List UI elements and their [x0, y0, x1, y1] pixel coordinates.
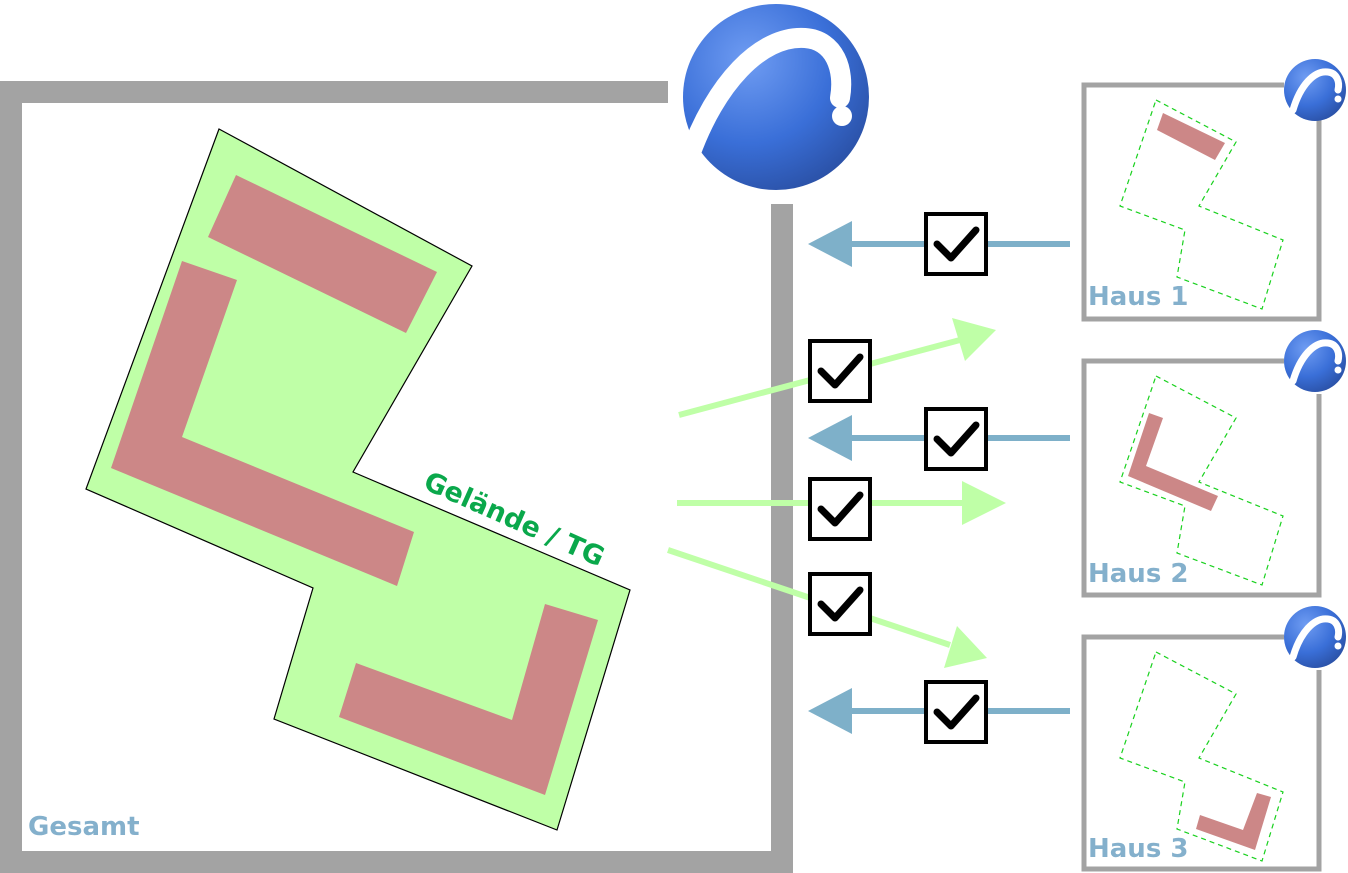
checkbox-checked-icon [808, 572, 872, 636]
house-file-1: Haus 1 [1081, 59, 1346, 322]
checkbox-checked-icon [924, 680, 988, 744]
building-top [208, 175, 437, 333]
building-bottom-l [339, 604, 598, 795]
building-bottom-l [1196, 793, 1271, 850]
house-label-1: Haus 1 [1088, 282, 1188, 312]
house-file-3: Haus 3 [1081, 606, 1346, 872]
checkbox-checked-icon [924, 407, 988, 471]
checkbox-checked-icon [808, 477, 872, 541]
archicad-logo-icon [680, 4, 869, 190]
checkbox-checked-icon [808, 339, 872, 403]
main-file-frame [0, 81, 793, 873]
checkbox-checked-icon [924, 212, 988, 276]
building-left-l [111, 261, 414, 586]
site-outline-dashed [1119, 99, 1284, 310]
archicad-logo-icon [1284, 59, 1346, 121]
house-label-3: Haus 3 [1088, 834, 1188, 864]
house-file-2: Haus 2 [1081, 330, 1346, 598]
house-label-2: Haus 2 [1088, 559, 1188, 589]
main-file-label: Gesamt [28, 812, 140, 842]
building-top [1157, 113, 1225, 160]
archicad-logo-icon [1284, 606, 1346, 668]
site-outline-dashed [1119, 375, 1284, 586]
site-outline-dashed [1119, 651, 1284, 862]
archicad-logo-icon [1284, 330, 1346, 392]
building-left-l [1128, 413, 1218, 511]
